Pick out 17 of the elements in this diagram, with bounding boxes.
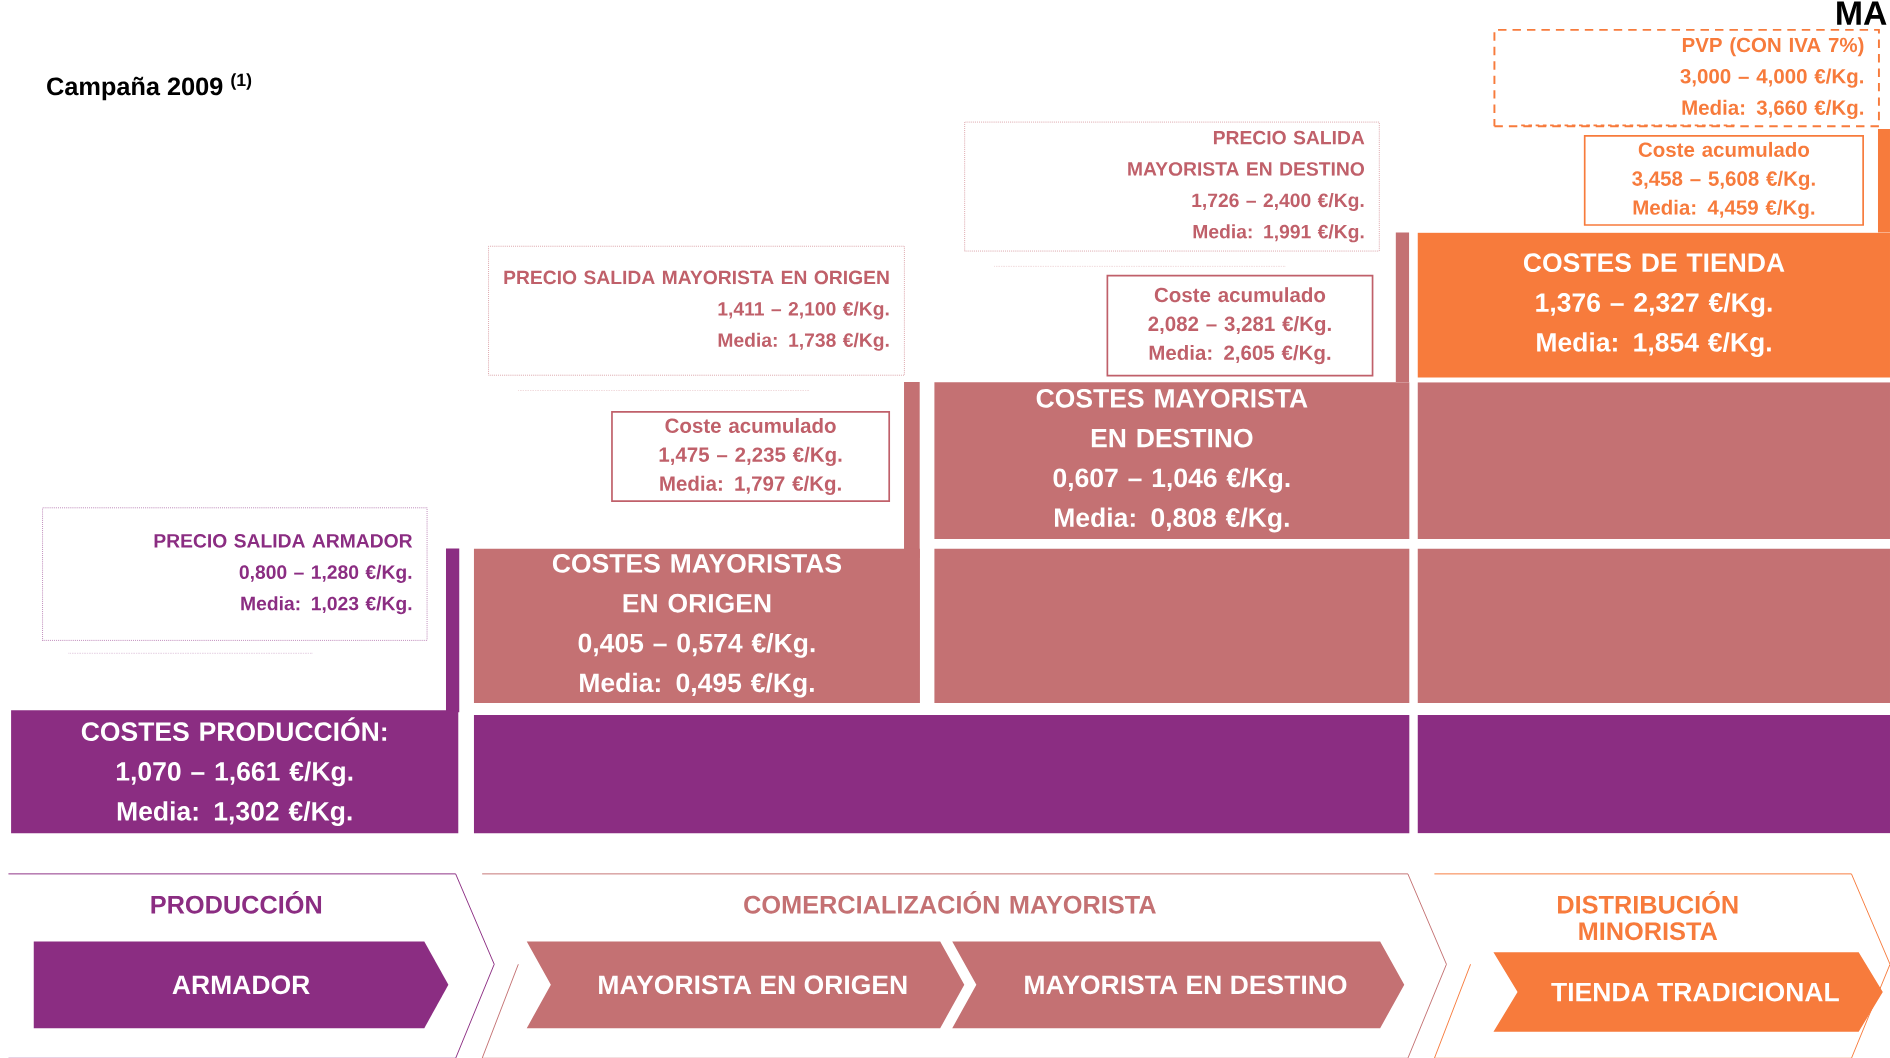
price-callout: PRECIO SALIDA MAYORISTA EN DESTINO 1,726 – 2,400 €/Kg. Media: 1,991 €/Kg.	[964, 121, 1380, 252]
cumulative-cost-box: Coste acumulado 3,458 – 5,608 €/Kg. Media: 4,459 €/Kg.	[1583, 134, 1864, 226]
title: Campaña 2009 $^{(1)}$	[47, 73, 252, 101]
price-callout: PRECIO SALIDA MAYORISTA EN ORIGEN 1,411 – 2,100 €/Kg. Media: 1,738 €/Kg.	[488, 245, 905, 376]
cost-bar	[934, 548, 1410, 703]
cost-box: COSTES DE TIENDA 1,376 – 2,327 €/Kg. Media: 1,854 €/Kg.	[1417, 232, 1890, 378]
cumulative-cost-box: Coste acumulado 2,082 – 3,281 €/Kg. Media: 2,605 €/Kg.	[1106, 274, 1374, 377]
cost-box: COSTES MAYORISTAS EN ORIGEN 0,405 – 0,574 €/Kg. Media: 0,495 €/Kg.	[473, 548, 920, 703]
cumulative-cost-box: Coste acumulado 1,475 – 2,235 €/Kg. Media: 1,797 €/Kg.	[611, 410, 891, 502]
cost-bar	[1417, 714, 1890, 833]
cost-bar	[473, 714, 1410, 833]
price-callout: PVP (CON IVA 7%) 3,000 – 4,000 €/Kg. Media: 3,660 €/Kg.	[1493, 28, 1880, 128]
price-callout: PRECIO SALIDA ARMADOR 0,800 – 1,280 €/Kg. Media: 1,023 €/Kg.	[42, 507, 428, 641]
cost-bar	[1417, 548, 1890, 703]
cost-box: COSTES PRODUCCIÓN: 1,070 – 1,661 €/Kg. Media: 1,302 €/Kg.	[11, 710, 459, 833]
cost-box: COSTES MAYORISTA EN DESTINO 0,607 – 1,046 €/Kg. Media: 0,808 €/Kg.	[934, 382, 1410, 539]
cost-bar	[1417, 382, 1890, 539]
